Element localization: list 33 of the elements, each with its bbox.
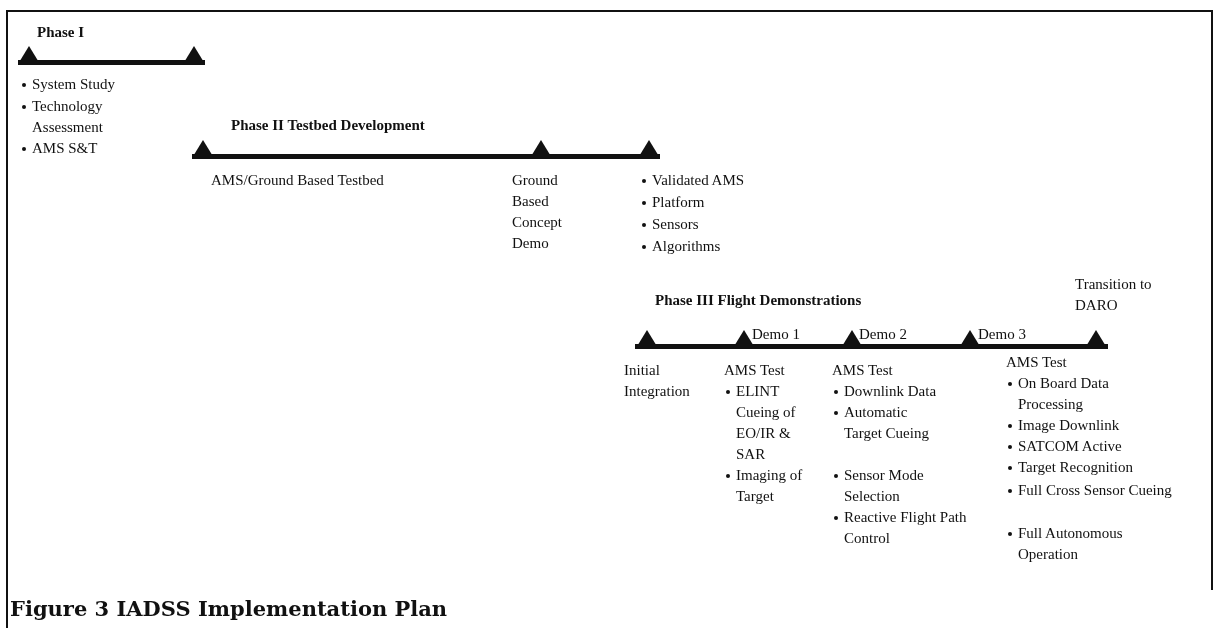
bullet-item: Image Downlink <box>1006 415 1198 436</box>
milestone-text: Ground Based Concept Demo <box>512 171 563 253</box>
bullet-item: On Board Data Processing <box>1006 373 1153 415</box>
bullet-item: System Study <box>20 74 182 95</box>
bullet-item: Full Autonomous Operation <box>1006 523 1168 565</box>
figure-caption: Figure 3 IADSS Implementation Plan <box>10 596 448 621</box>
bullet-item: Imaging of Target <box>724 465 814 507</box>
milestone-text: Demo 3 <box>978 325 1027 344</box>
bullet-item: Full Cross Sensor Cueing <box>1006 480 1173 501</box>
phase-heading: Phase III Flight Demonstrations <box>655 291 863 310</box>
milestone-text: Demo 2 <box>859 325 908 344</box>
bullet-item: Sensors <box>640 214 802 235</box>
bullet-item: AMS S&T <box>20 138 182 159</box>
bullet-item: Algorithms <box>640 236 802 257</box>
milestone-text: AMS Test <box>832 361 894 380</box>
milestone-text: Initial Integration <box>624 361 691 401</box>
bullet-item: Target Recognition <box>1006 457 1198 478</box>
bullet-item: ELINT Cueing of EO/IR & SAR <box>724 381 814 465</box>
milestone-text: AMS Test <box>1006 353 1068 372</box>
milestone-text: Transition to DARO <box>1075 275 1153 315</box>
milestone-text: Demo 1 <box>752 325 801 344</box>
bullet-item: Reactive Flight Path Control <box>832 507 984 549</box>
bullet-item: Sensor Mode Selection <box>832 465 964 507</box>
bullet-item: Validated AMS <box>640 170 802 191</box>
bullet-item: Technology Assessment <box>20 96 144 138</box>
bullet-item: SATCOM Active <box>1006 436 1198 457</box>
bullet-item: Downlink Data <box>832 381 984 402</box>
phase-heading: Phase I <box>37 23 86 42</box>
phase-heading: Phase II Testbed Development <box>231 116 426 135</box>
bullet-item: Automatic Target Cueing <box>832 402 934 444</box>
milestone-text: AMS Test <box>724 361 786 380</box>
bullet-item: Platform <box>640 192 802 213</box>
milestone-text: AMS/Ground Based Testbed <box>211 171 385 190</box>
